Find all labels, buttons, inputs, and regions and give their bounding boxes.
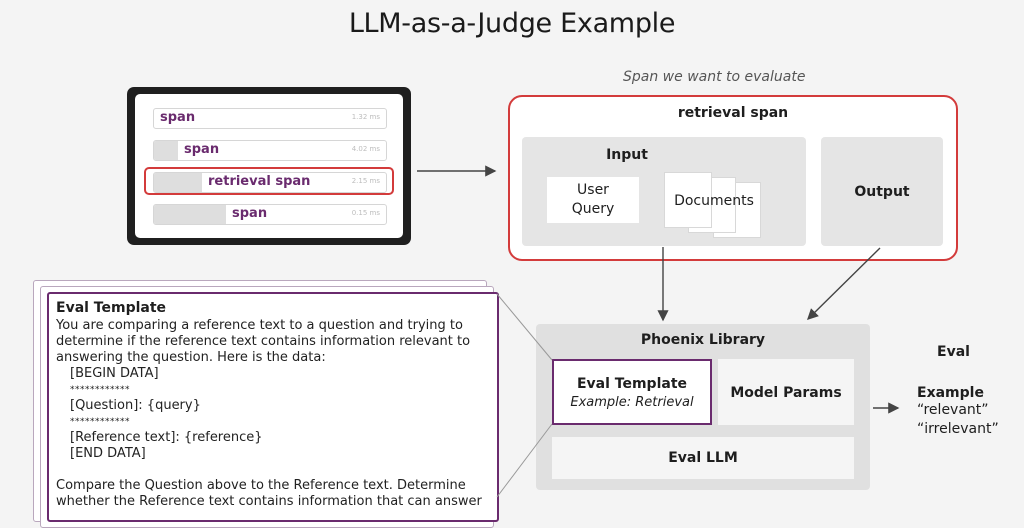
- page-title: LLM-as-a-Judge Example: [348, 8, 676, 39]
- doc-separator: ************: [70, 417, 130, 427]
- output-label: Output: [854, 184, 910, 200]
- doc-line: [END DATA]: [70, 446, 146, 461]
- span-duration: 4.02 ms: [351, 145, 380, 153]
- span-indent: [154, 173, 202, 192]
- user-query-line: Query: [571, 201, 615, 217]
- trace-span-list: span 1.32 ms span 4.02 ms retrieval span…: [135, 94, 403, 238]
- documents-label: Documents: [674, 193, 754, 209]
- eval-template-doc-body: You are comparing a reference text to a …: [56, 318, 496, 510]
- span-label: span: [232, 206, 268, 221]
- eval-heading: Eval: [937, 344, 970, 360]
- user-query-box: User Query: [547, 177, 639, 223]
- doc-line: Compare the Question above to the Refere…: [56, 478, 466, 493]
- input-title: Input: [606, 147, 648, 163]
- doc-line: answering the question. Here is the data…: [56, 350, 326, 365]
- zoom-line-bottom: [496, 423, 553, 498]
- evaluate-caption: Span we want to evaluate: [623, 69, 806, 85]
- doc-line: whether the Reference text contains info…: [56, 494, 482, 509]
- span-label: span: [160, 110, 196, 125]
- eval-template-example: Example: Retrieval: [570, 395, 694, 410]
- doc-line: You are comparing a reference text to a …: [56, 318, 463, 333]
- eval-llm-box: [552, 437, 854, 479]
- retrieval-span-highlight: [144, 167, 394, 195]
- doc-line: [Question]: {query}: [70, 398, 201, 413]
- span-duration: 0.15 ms: [351, 209, 380, 217]
- retrieval-span-title: retrieval span: [677, 105, 789, 121]
- output-to-phoenix-arrow: [807, 247, 881, 320]
- eval-llm-label: Eval LLM: [668, 450, 738, 466]
- model-params-label: Model Params: [730, 385, 842, 401]
- eval-template-doc-title: Eval Template: [56, 300, 167, 316]
- eval-template-document: [47, 292, 499, 522]
- eval-example-heading: Example: [917, 385, 984, 401]
- span-row-retrieval[interactable]: retrieval span 2.15 ms: [153, 172, 387, 193]
- doc-separator: ************: [70, 385, 130, 395]
- phoenix-library-title: Phoenix Library: [640, 332, 766, 348]
- span-row[interactable]: span 1.32 ms: [153, 108, 387, 129]
- connector-overlay: [417, 165, 900, 498]
- span-label: retrieval span: [208, 174, 311, 189]
- span-row[interactable]: span 4.02 ms: [153, 140, 387, 161]
- document-icon: [664, 172, 712, 228]
- doc-line: [Reference text]: {reference}: [70, 430, 263, 445]
- span-row[interactable]: span 0.15 ms: [153, 204, 387, 225]
- eval-example-value: “irrelevant”: [917, 421, 999, 437]
- span-label: span: [184, 142, 220, 157]
- user-query-line: User: [577, 182, 609, 198]
- output-box: [821, 137, 943, 246]
- doc-line: [BEGIN DATA]: [70, 366, 159, 381]
- span-duration: 2.15 ms: [351, 177, 380, 185]
- eval-template-label: Eval Template: [576, 376, 688, 392]
- doc-line: determine if the reference text contains…: [56, 334, 471, 349]
- span-duration: 1.32 ms: [351, 113, 380, 121]
- eval-example-value: “relevant”: [917, 402, 989, 418]
- span-indent: [154, 205, 226, 224]
- span-indent: [154, 141, 178, 160]
- zoom-line-top: [496, 293, 553, 361]
- model-params-box: [718, 359, 854, 425]
- eval-template-box: [552, 359, 712, 425]
